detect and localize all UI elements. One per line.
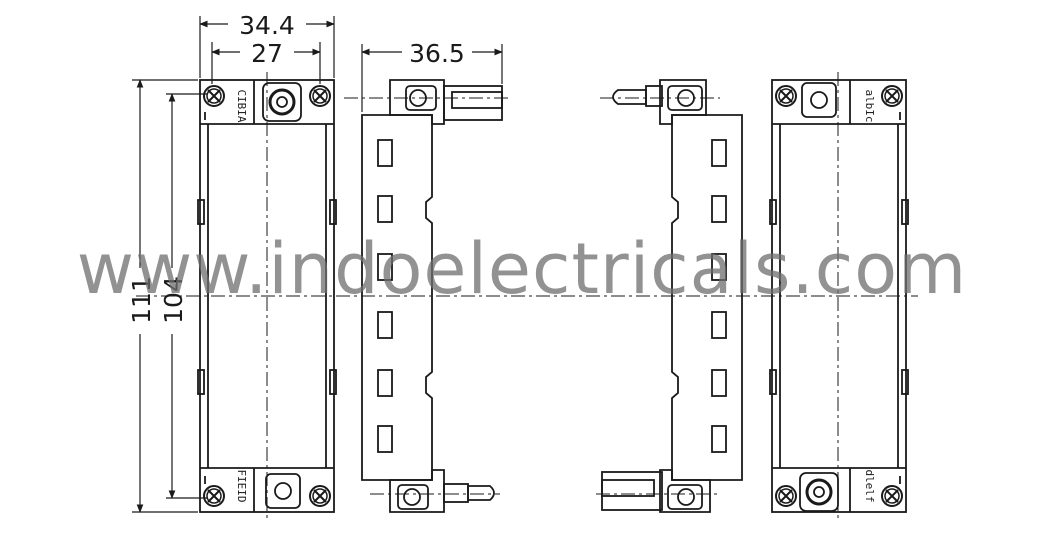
side-view-left [344,79,512,513]
label-top-right: albIc [863,89,876,122]
dim-inner-height: 104 [159,276,188,324]
front-view-left [197,72,337,520]
dim-inner-width: 27 [251,39,283,68]
label-top-left: CIBIA [235,89,248,122]
side-view-right [596,79,743,513]
label-bottom-right: dlelf [863,469,876,502]
dim-outer-width: 34.4 [239,11,295,40]
dim-depth: 36.5 [409,39,465,68]
dimension-lines [132,16,503,513]
label-bottom-left: FIEID [235,469,248,502]
dim-outer-height: 111 [127,276,156,324]
